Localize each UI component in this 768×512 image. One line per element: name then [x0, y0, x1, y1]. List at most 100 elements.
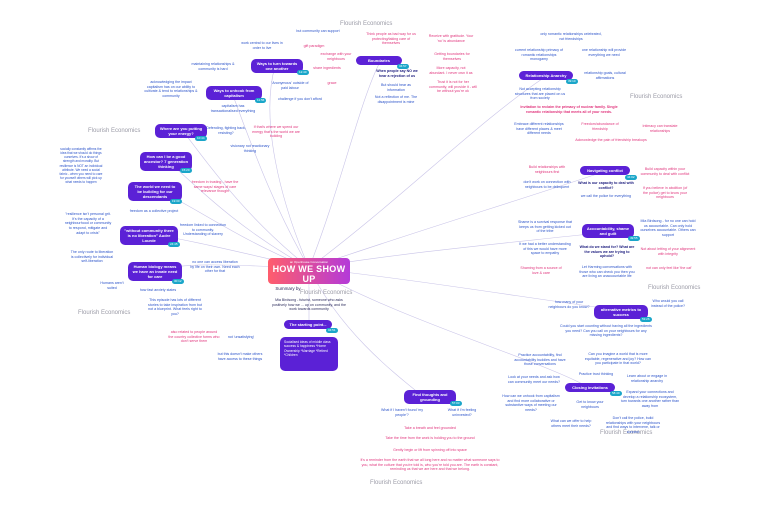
note-n20: The only route to liberation is collecti…: [70, 250, 114, 264]
note-n66: Look at your needs and ask how can commu…: [507, 375, 561, 384]
note-n45: Acknowledge the pain of friendship break…: [575, 138, 647, 142]
note-n21: no one can access liberation by life on …: [190, 260, 240, 274]
note-n56: Let Harming conversations with those who…: [579, 265, 635, 279]
note-n60: how many of your neighbours do you know?: [548, 300, 590, 309]
note-n14: visionary not reactionary thinking: [230, 144, 270, 153]
note-n48: What is our capacity to deal with confli…: [578, 181, 634, 190]
watermark-center: Flourish Economics: [300, 290, 353, 296]
summary-title: Summary by: [275, 286, 301, 291]
note-n47: don't work on connection with neighbours…: [523, 180, 571, 189]
note-n73: What if I haven't found 'my people'?: [380, 408, 424, 417]
note-n78: It's a reminder from the earth that we a…: [360, 458, 500, 472]
note-n67: Learn about or engage in relationship an…: [626, 374, 668, 383]
note-n71: What can we offer to help others meet th…: [550, 419, 592, 428]
note-n2: work central to our lives in order to li…: [241, 41, 283, 50]
note-n37: current relationship primacy of romantic…: [514, 48, 564, 62]
node-putting-energy[interactable]: Where are you putting your energy?: [155, 124, 207, 138]
watermark-left-2: Flourish Economics: [78, 310, 131, 316]
central-logo: an Openhouse Conversation HOW WE SHOW UP…: [268, 258, 350, 288]
note-n75: Take a breath and feel grounded: [404, 426, 456, 430]
note-n52: Shame is a survival response that keeps …: [518, 220, 572, 234]
tag-t7: 30:12: [172, 279, 184, 284]
tag-t1: 12:40: [297, 70, 309, 75]
note-n1: but community can support: [296, 29, 340, 33]
tag-t14: 57:03: [450, 401, 462, 406]
note-n25: also related to people around the countr…: [168, 330, 220, 344]
note-n33: But should hear as information: [381, 83, 411, 92]
note-n17: freedom as a collective project: [129, 209, 179, 213]
note-n68: How can we unhook from capitalism and fi…: [502, 394, 560, 413]
note-n64: Can you imagine a world that is more equ…: [584, 352, 652, 366]
note-n15: socially constantly affirms the idea tha…: [59, 147, 103, 185]
note-n27: but this doesn't make others have access…: [217, 352, 263, 361]
note-n28: Think people as bad way for us protectin…: [366, 32, 416, 46]
note-n50: Build capacity within your community to …: [640, 167, 690, 176]
tag-t2: 11:56: [255, 98, 267, 103]
summary-author: Mia Birdsong - futurist, someone who ask…: [271, 298, 347, 312]
note-n51: If you believe in abolition (of the poli…: [642, 186, 688, 200]
node-liberation[interactable]: "without community there is no liberatio…: [120, 226, 178, 245]
note-n58: Not about letting of your alignment with…: [640, 247, 696, 256]
note-n61: Who would you call instead of the police…: [651, 299, 685, 308]
watermark-top: Flourish Economics: [340, 21, 393, 27]
tag-t15: 58:40: [610, 391, 622, 396]
node-alternative-metrics[interactable]: alternative metrics to success: [594, 305, 648, 319]
note-n36: only romantic relationships celebrated, …: [540, 32, 602, 41]
node-navigating-conflict[interactable]: Navigating conflict: [580, 166, 630, 175]
node-turn-towards[interactable]: Ways to turn towards one another: [251, 59, 303, 73]
note-n5: maintaining relationships & community is…: [191, 62, 235, 71]
tag-t4: 15:20: [180, 168, 192, 173]
node-unhook-capitalism[interactable]: Ways to unhook from capitalism: [206, 86, 262, 100]
note-n3: gift paradigm: [303, 44, 325, 48]
tag-t12: 53:26: [640, 317, 652, 322]
node-find-thoughts[interactable]: Find thoughts and grounding: [404, 390, 456, 404]
node-human-biology[interactable]: Human biology means we have an innate ne…: [128, 262, 182, 281]
note-n77: Gently begin or lift from spinning off i…: [393, 448, 467, 452]
note-n35: Not a reflection of me. The disappointme…: [374, 95, 418, 104]
watermark-right-3: Flourish Economics: [600, 430, 653, 436]
note-n38: one relationship will provide everything…: [581, 48, 627, 57]
note-n31: When people say NO we hear a rejection o…: [376, 69, 418, 78]
note-n49: we call the police for everything: [580, 194, 632, 198]
note-n39: relationship goals, cultural affirmation…: [584, 71, 626, 80]
note-n59: not can only feel like 'the cat': [646, 266, 692, 270]
note-n54: Shaming from a source of love & care: [520, 266, 562, 275]
node-relationship-anarchy[interactable]: Relationship Anarchy: [519, 71, 573, 80]
note-n34: Trust it is not for her community, will …: [429, 80, 477, 94]
note-n30: Getting boundaries for themselves: [434, 52, 470, 61]
note-n6: share ingredients: [313, 66, 341, 70]
note-n53: It we had a better understanding of this…: [519, 242, 571, 256]
tag-t13: 04:51: [326, 328, 338, 333]
note-n23: how fast anxiety states: [139, 288, 177, 292]
note-n70: Get to know your neighbours: [576, 400, 604, 409]
note-n57: Mia Birdsong - for no one can hold us ac…: [640, 219, 696, 238]
note-n69: Expand your connections and develop a re…: [620, 390, 680, 409]
logo-subtitle: with Mia Birdsong: [297, 284, 321, 288]
note-n46: Build relationships with neighbours firs…: [528, 165, 566, 174]
note-n7: acknowledging the impact capitalism has …: [144, 80, 198, 99]
tag-t8: 34:57: [397, 64, 409, 69]
tag-t5: 19:30: [170, 199, 182, 204]
logo-pretitle: an Openhouse Conversation: [289, 260, 329, 264]
node-boundaries[interactable]: Boundaries: [356, 56, 402, 65]
note-n40: Not accepting relationship structures th…: [514, 87, 566, 101]
node-closing-invitations[interactable]: Closing invitations: [565, 383, 615, 392]
note-n62: Could you start counting without having …: [560, 324, 652, 338]
note-n12: Defending, fighting back, resisting?: [206, 126, 246, 135]
note-n8: 'Anonymous' outside of paid labour: [271, 81, 309, 90]
tag-t6: 24:45: [168, 242, 180, 247]
note-n72: Don't call the police, build relationshi…: [605, 416, 661, 435]
watermark-bottom: Flourish Economics: [370, 480, 423, 486]
node-starting-point[interactable]: The starting point...: [284, 320, 332, 329]
note-n9: grace: [327, 81, 337, 85]
node-world-building[interactable]: The world we need to be building for our…: [128, 182, 182, 201]
watermark-left-1: Flourish Economics: [88, 128, 141, 134]
note-n42: Embrace different relationships have dif…: [514, 122, 564, 136]
note-n19: freedom linked to connection to communit…: [180, 223, 226, 237]
node-accountability[interactable]: Accountability, shame and guilt: [582, 224, 634, 238]
watermark-right-2: Flourish Economics: [648, 285, 701, 291]
note-n32: More capacity, not abundant. I never own…: [429, 66, 473, 75]
tag-t9: 39:10: [566, 79, 578, 84]
note-n43: Freedom/abundance of friendship: [581, 122, 619, 131]
node-good-ancestor[interactable]: How can I be a good ancestor? 7 generati…: [140, 152, 192, 171]
